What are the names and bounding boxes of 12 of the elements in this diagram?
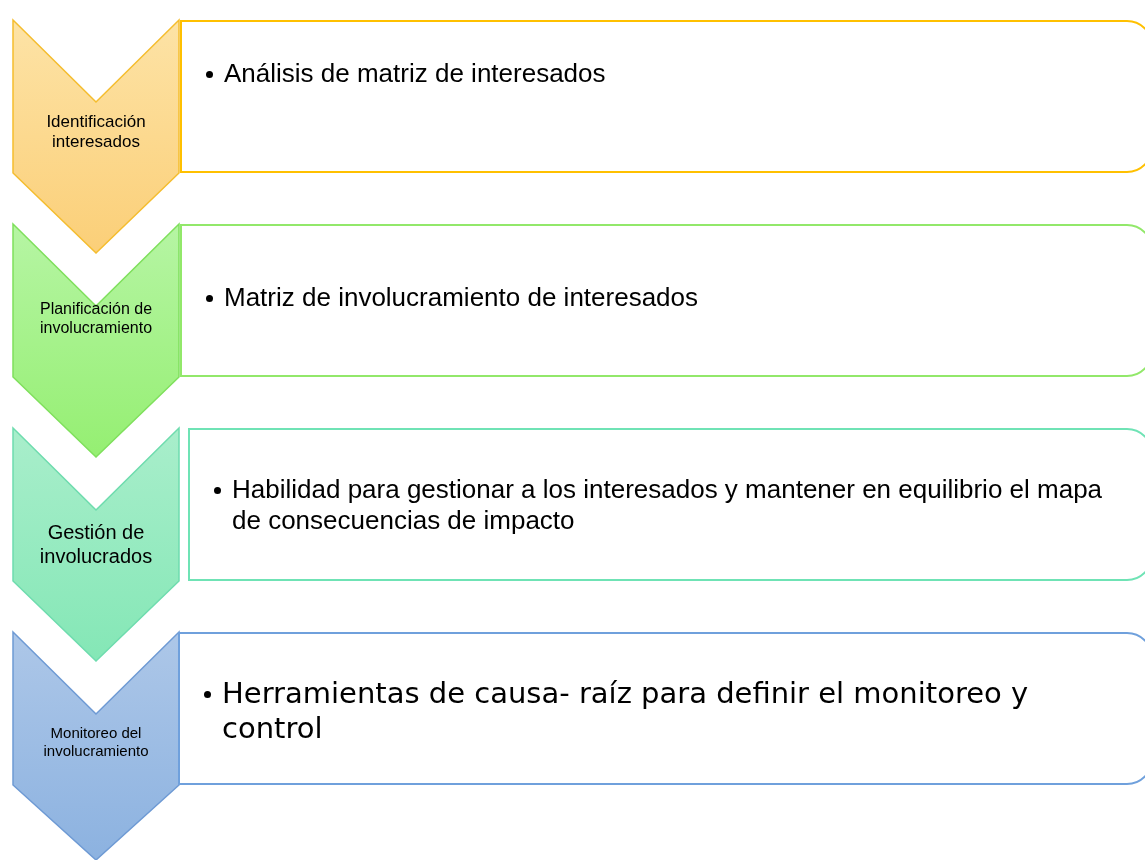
step-label: Monitoreo del involucramiento xyxy=(42,724,150,760)
step-description-box xyxy=(178,632,1145,785)
step-description-box xyxy=(180,224,1145,377)
step-label: Gestión de involucrados xyxy=(38,520,154,568)
step-label: Identificación interesados xyxy=(45,112,147,153)
description-text: Habilidad para gestionar a los interesados y mantener en equilibrio el mapa de consecuencias de impacto xyxy=(232,474,1104,537)
step-label: Planificación de involucramiento xyxy=(38,299,154,338)
description-text: Matriz de involucramiento de interesados xyxy=(224,282,700,314)
description-text: Herramientas de causa- raíz para definir el monitoreo y control xyxy=(222,676,1030,746)
step-description-box xyxy=(188,428,1145,581)
step-description-box xyxy=(180,20,1145,173)
description-text: Análisis de matriz de interesados xyxy=(224,58,607,90)
